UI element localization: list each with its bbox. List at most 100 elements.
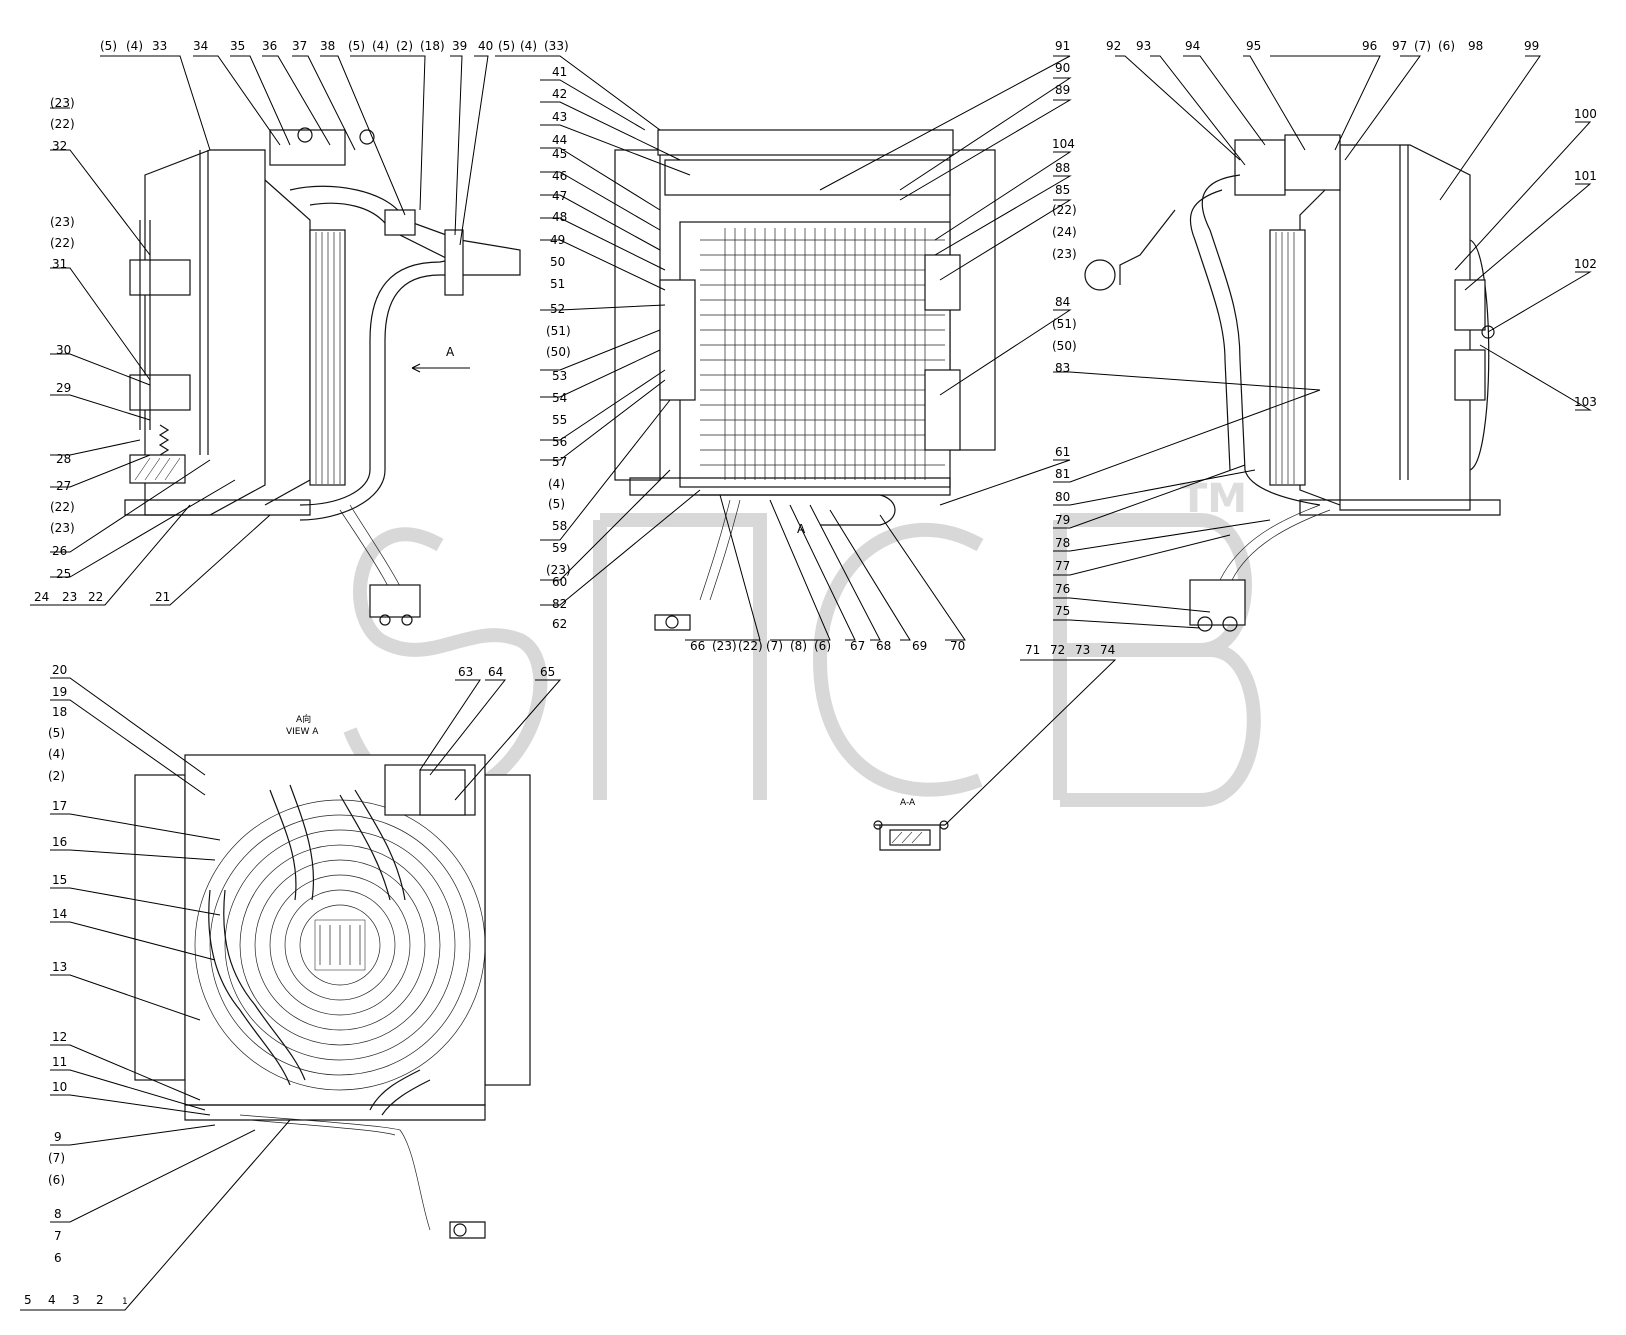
callout-label: (6) xyxy=(1438,39,1455,53)
callout-label: 68 xyxy=(876,639,891,653)
callout-label: 28 xyxy=(56,452,71,466)
callout-label: 74 xyxy=(1100,643,1115,657)
callout-label: 85 xyxy=(1055,183,1070,197)
callout-label: (4) xyxy=(372,39,389,53)
callout-label: 18 xyxy=(52,705,67,719)
arrow-a-label: A xyxy=(446,345,455,359)
callout-label: (7) xyxy=(48,1151,65,1165)
callout-label: (2) xyxy=(396,39,413,53)
callout-label: 70 xyxy=(950,639,965,653)
callout-label: 3 xyxy=(72,1293,80,1307)
callout-label: 73 xyxy=(1075,643,1090,657)
callout-label: 8 xyxy=(54,1207,62,1221)
callout-label: (24) xyxy=(1052,225,1077,239)
section-a-a: A-A xyxy=(873,798,949,851)
callout-label: 90 xyxy=(1055,61,1070,75)
view-a-ru: A向 xyxy=(296,713,311,725)
callout-label: 55 xyxy=(552,413,567,427)
callout-label: (33) xyxy=(544,39,569,53)
callout-label: 82 xyxy=(552,597,567,611)
callout-label: 101 xyxy=(1574,169,1597,183)
callout-label: 7 xyxy=(54,1229,62,1243)
callout-label: 88 xyxy=(1055,161,1070,175)
view-a-en: VIEW A xyxy=(286,727,319,737)
callout-label: 35 xyxy=(230,39,245,53)
callout-label: 75 xyxy=(1055,604,1070,618)
callout-label: 94 xyxy=(1185,39,1200,53)
callout-label: 38 xyxy=(320,39,335,53)
callout-label: (22) xyxy=(738,639,763,653)
callout-label: 89 xyxy=(1055,83,1070,97)
callout-label: 15 xyxy=(52,873,67,887)
callout-label: 69 xyxy=(912,639,927,653)
radiator-core-fins xyxy=(700,228,945,480)
callout-label: 46 xyxy=(552,169,567,183)
callout-label: 77 xyxy=(1055,559,1070,573)
callout-label: 45 xyxy=(552,147,567,161)
callout-label: 11 xyxy=(52,1055,67,1069)
callout-label: (6) xyxy=(48,1173,65,1187)
callout-label: 57 xyxy=(552,455,567,469)
callout-label: 72 xyxy=(1050,643,1065,657)
callout-label: 79 xyxy=(1055,513,1070,527)
callout-label: 25 xyxy=(56,567,71,581)
callout-label: 47 xyxy=(552,189,567,203)
callout-label: 67 xyxy=(850,639,865,653)
callout-label: (6) xyxy=(814,639,831,653)
callout-label: 22 xyxy=(88,590,103,604)
callout-label: (50) xyxy=(1052,339,1077,353)
section-a-a-title: A-A xyxy=(900,798,916,808)
callout-label: (5) xyxy=(498,39,515,53)
callout-label: (23) xyxy=(712,639,737,653)
callout-label: (5) xyxy=(100,39,117,53)
callout-label: (4) xyxy=(126,39,143,53)
callout-label: (22) xyxy=(1052,203,1077,217)
callout-label: 30 xyxy=(56,343,71,357)
callout-label: 102 xyxy=(1574,257,1597,271)
callout-label: 13 xyxy=(52,960,67,974)
callout-label: (5) xyxy=(48,726,65,740)
callout-label: 64 xyxy=(488,665,503,679)
right-side-view xyxy=(1084,134,1501,632)
callout-label: 2 xyxy=(96,1293,104,1307)
callout-label: (23) xyxy=(50,96,75,110)
fan-coil xyxy=(194,799,486,1091)
callout-label: 21 xyxy=(155,590,170,604)
callout-label: (22) xyxy=(50,500,75,514)
callout-label: 29 xyxy=(56,381,71,395)
callout-label: 84 xyxy=(1055,295,1070,309)
callout-label: 41 xyxy=(552,65,567,79)
callout-label: (18) xyxy=(420,39,445,53)
left-side-view: A xyxy=(124,127,521,626)
callout-label: 61 xyxy=(1055,445,1070,459)
callout-label: 80 xyxy=(1055,490,1070,504)
callout-label: (5) xyxy=(548,497,565,511)
callout-label: 20 xyxy=(52,663,67,677)
callout-label: 96 xyxy=(1362,39,1377,53)
callout-label: 26 xyxy=(52,544,67,558)
callout-label: 42 xyxy=(552,87,567,101)
callout-label: 98 xyxy=(1468,39,1483,53)
callout-label: (8) xyxy=(790,639,807,653)
callout-label: 104 xyxy=(1052,137,1075,151)
callout-label: (23) xyxy=(50,215,75,229)
callout-label: 24 xyxy=(34,590,49,604)
callout-label: 5 xyxy=(24,1293,32,1307)
callout-label: 97 xyxy=(1392,39,1407,53)
callout-label: 17 xyxy=(52,799,67,813)
callout-label: 34 xyxy=(193,39,208,53)
callout-label: (4) xyxy=(48,747,65,761)
callout-label: 9 xyxy=(54,1130,62,1144)
callout-label: 1 xyxy=(122,1297,128,1307)
callout-label: 4 xyxy=(48,1293,56,1307)
callout-label: 27 xyxy=(56,479,71,493)
view-a: A向 VIEW A xyxy=(134,713,531,1239)
callout-label: 81 xyxy=(1055,467,1070,481)
callout-label: 50 xyxy=(550,255,565,269)
callout-label: 58 xyxy=(552,519,567,533)
callout-label: 51 xyxy=(550,277,565,291)
callout-label: 48 xyxy=(552,210,567,224)
callout-label: 99 xyxy=(1524,39,1539,53)
callout-label: 91 xyxy=(1055,39,1070,53)
callout-label: 103 xyxy=(1574,395,1597,409)
